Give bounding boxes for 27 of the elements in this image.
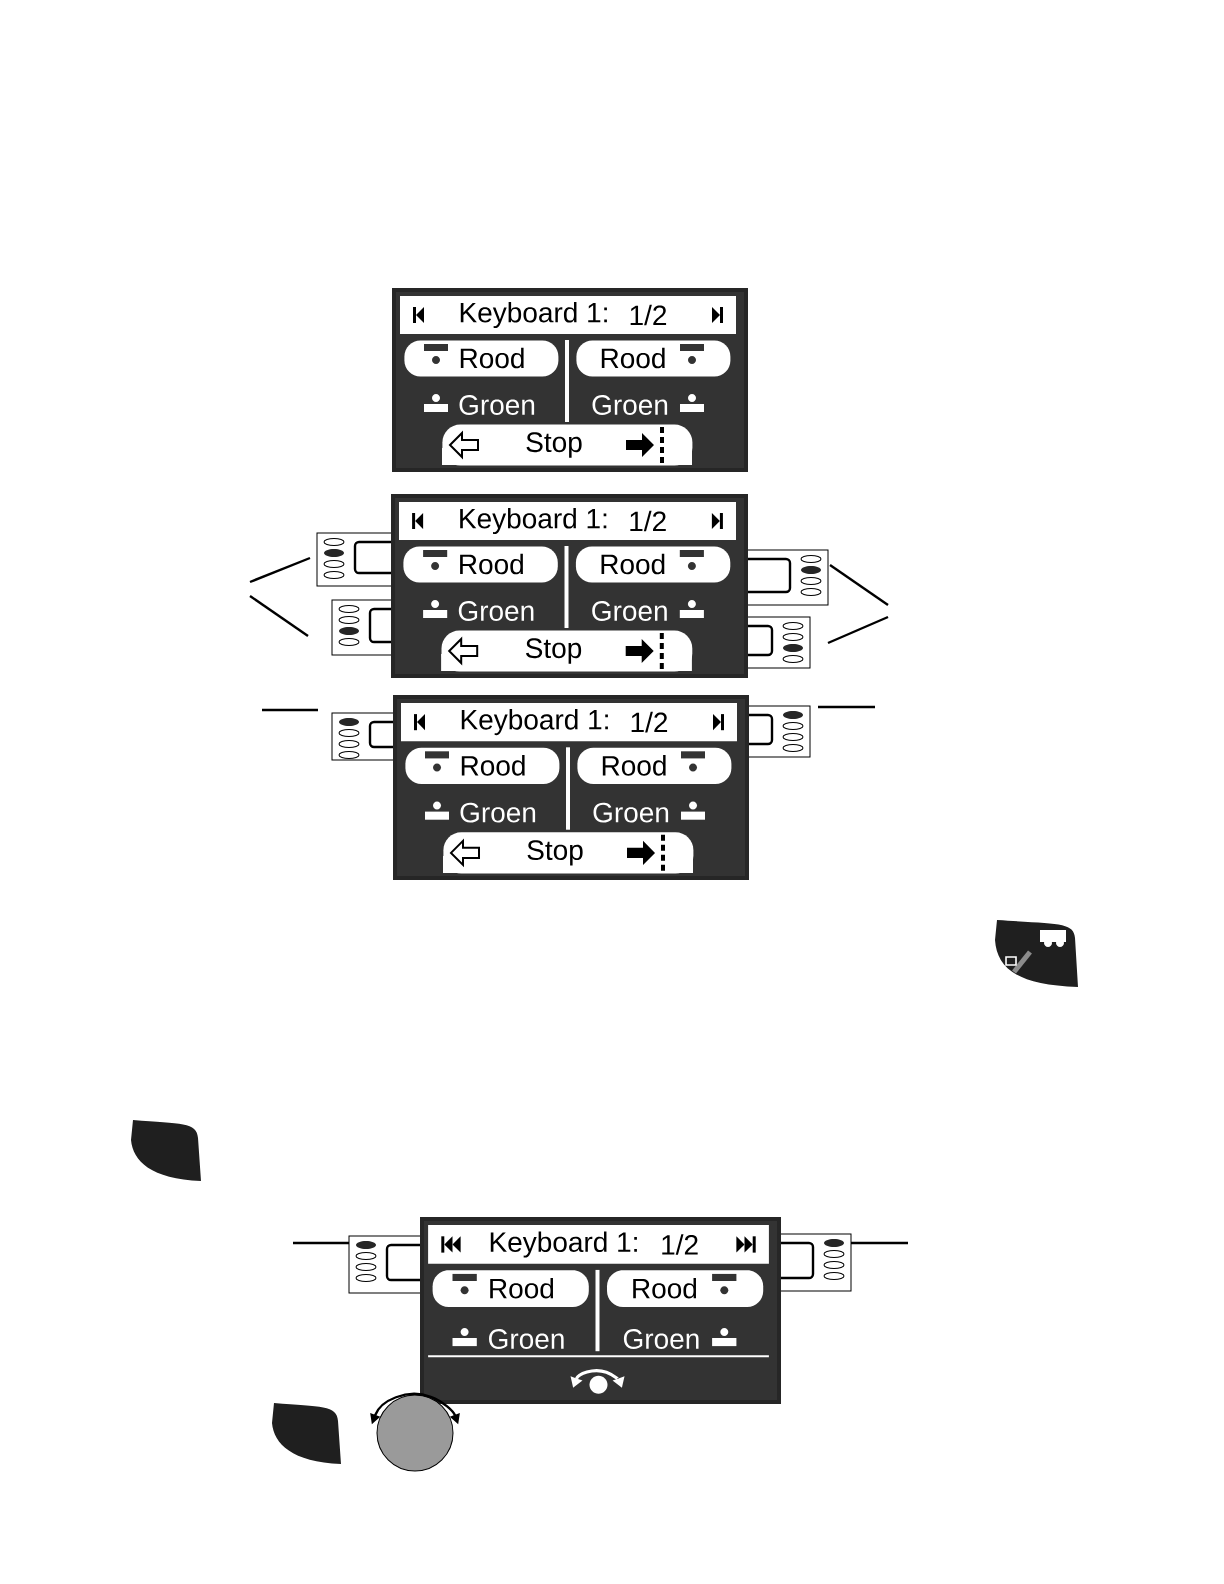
option-label: Groen — [489, 1329, 564, 1349]
option-pill: Rood — [432, 1270, 589, 1307]
header-title: Keyboard 1: — [461, 709, 608, 736]
option-pill: Rood — [577, 747, 732, 784]
option-label: Groen — [458, 601, 534, 621]
option-pill: Rood — [607, 1270, 764, 1307]
page-number: 1/2 — [630, 304, 667, 326]
page-number: 1/2 — [630, 510, 666, 532]
option-label: Groen — [592, 601, 667, 621]
command-bar: Stop — [442, 424, 693, 466]
option-label: Groen — [459, 395, 535, 415]
option-label: Groen — [623, 1329, 699, 1349]
option-pill: Rood — [403, 546, 558, 583]
header-title: Keyboard 1: — [460, 301, 607, 329]
command-bar: Stop — [441, 630, 693, 672]
option-pill: Rood — [405, 747, 560, 784]
page-number: 1/2 — [631, 711, 668, 733]
header-title: Keyboard 1: — [460, 507, 607, 535]
option-label: Groen — [460, 802, 536, 823]
option-label: Groen — [593, 802, 669, 823]
page-number: 1/2 — [662, 1234, 698, 1255]
option-pill: Rood — [404, 340, 559, 377]
header-title: Keyboard 1: — [490, 1231, 637, 1258]
command-bar: Stop — [443, 832, 694, 874]
option-label: Groen — [592, 395, 668, 415]
option-pill: Rood — [576, 340, 731, 377]
option-pill: Rood — [575, 546, 731, 583]
